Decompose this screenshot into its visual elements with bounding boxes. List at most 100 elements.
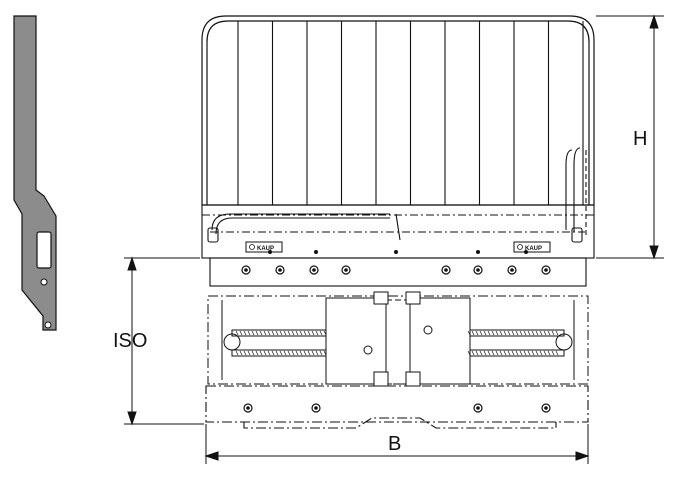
bolt-center [444, 268, 448, 272]
bolt-center [510, 268, 514, 272]
hatch-line [299, 350, 303, 356]
bolt-center [476, 268, 480, 272]
hatch-line [303, 350, 307, 356]
bolt-center [544, 268, 548, 272]
hatch-line [483, 350, 487, 356]
kaup-logo-right: KAUP [513, 241, 551, 253]
rivet [314, 250, 318, 254]
hatch-line [523, 330, 527, 336]
hatch-line [323, 330, 327, 336]
hatch-line [319, 330, 323, 336]
hatch-line [495, 330, 499, 336]
side-profile-pin-upper [40, 278, 48, 286]
bolt-row-upper [241, 250, 551, 275]
hatch-line [547, 330, 551, 336]
hatch-line [543, 330, 547, 336]
hatch-line [287, 350, 291, 356]
hatch-line [479, 330, 483, 336]
side-profile-shape [13, 15, 57, 331]
bolt-center [244, 268, 248, 272]
hatch-line [551, 330, 555, 336]
hatch-line [319, 350, 323, 356]
hatch-line [527, 330, 531, 336]
hatch-line [475, 350, 479, 356]
hatch-line [527, 350, 531, 356]
hatch-line [263, 350, 267, 356]
hatch-line [243, 350, 247, 356]
positioner-body [207, 291, 589, 387]
hatch-line [515, 330, 519, 336]
dimension-h [596, 14, 664, 260]
hatch-line [255, 350, 259, 356]
hatch-line [307, 350, 311, 356]
hatch-line [315, 350, 319, 356]
hatch-line [471, 330, 475, 336]
bolt-center [312, 268, 316, 272]
rivet [476, 250, 480, 254]
hatch-line [507, 330, 511, 336]
hatch-line [523, 350, 527, 356]
hatch-line [263, 330, 267, 336]
hatch-line [283, 330, 287, 336]
hatch-line [519, 330, 523, 336]
hatch-line [499, 350, 503, 356]
hatch-line [479, 350, 483, 356]
hatch-line [251, 350, 255, 356]
hatch-line [539, 330, 543, 336]
bolt-center [476, 406, 480, 410]
hatch-line [303, 330, 307, 336]
hatch-line [271, 350, 275, 356]
kaup-logo-left-text: KAUP [257, 246, 274, 252]
hatch-line [311, 330, 315, 336]
hatch-line [279, 350, 283, 356]
hatch-line [535, 350, 539, 356]
dimension-iso-label: ISO [113, 330, 148, 352]
hatch-line [271, 330, 275, 336]
hatch-line [503, 330, 507, 336]
hatch-line [311, 350, 315, 356]
side-profile-pin-lower [44, 321, 52, 329]
hatch-line [239, 350, 243, 356]
backrest-bars [237, 21, 584, 205]
hatch-line [507, 350, 511, 356]
dimension-b-label: B [388, 433, 402, 455]
bolt-center [344, 268, 348, 272]
bolt-center [246, 406, 250, 410]
hatch-line [275, 330, 279, 336]
rivet [394, 250, 398, 254]
hatch-line [315, 330, 319, 336]
hatch-line [243, 330, 247, 336]
dimension-iso [124, 256, 204, 426]
hatch-line [247, 350, 251, 356]
hatch-line [467, 350, 471, 356]
hatch-line [291, 330, 295, 336]
hatch-line [555, 350, 559, 356]
hatch-line [255, 330, 259, 336]
hatch-line [307, 330, 311, 336]
hatch-line [295, 330, 299, 336]
hatch-line [467, 330, 471, 336]
hatch-line [291, 350, 295, 356]
hydraulic-hoses [207, 147, 587, 243]
hatch-line [259, 330, 263, 336]
rivet [268, 250, 272, 254]
hatch-line [555, 330, 559, 336]
hatch-line [547, 350, 551, 356]
hatch-line [247, 330, 251, 336]
carriage-frame [201, 204, 595, 287]
hatch-line [235, 350, 239, 356]
hatch-line [531, 330, 535, 336]
hatch-line [543, 350, 547, 356]
hatch-line [259, 350, 263, 356]
hatch-line [295, 350, 299, 356]
bolt-center [278, 268, 282, 272]
hatch-line [283, 350, 287, 356]
dimension-b [204, 424, 590, 464]
hatch-line [503, 350, 507, 356]
dimension-h-label: H [633, 128, 648, 150]
bolt-center [544, 406, 548, 410]
hatch-line [487, 350, 491, 356]
hatch-line [267, 330, 271, 336]
hatch-line [535, 330, 539, 336]
